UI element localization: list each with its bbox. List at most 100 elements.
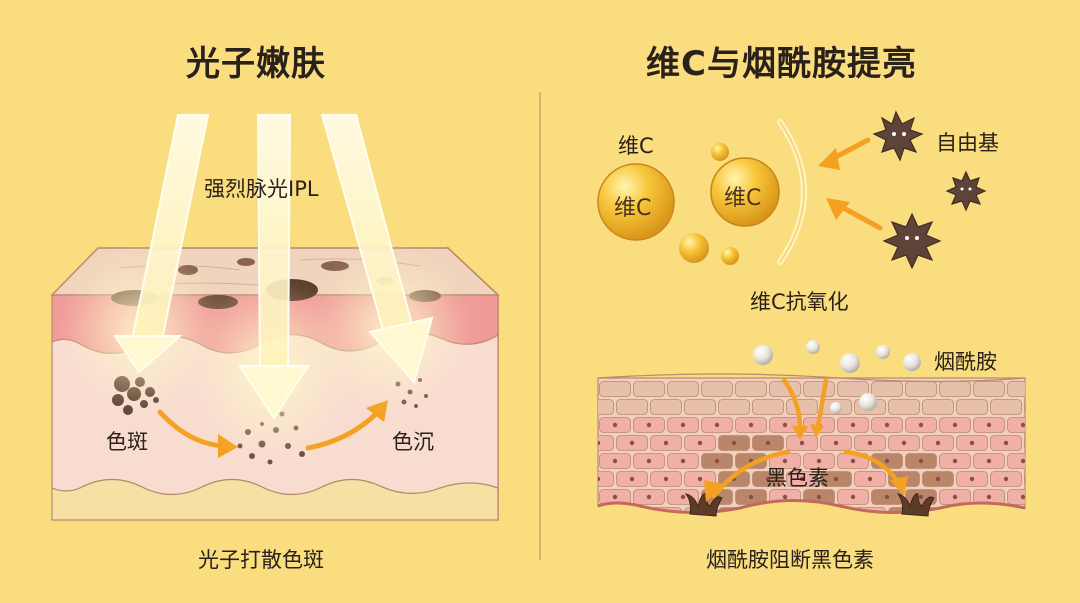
cell-nucleus <box>612 422 618 428</box>
cell-nucleus <box>833 476 839 482</box>
skin-cell <box>922 399 954 415</box>
cell-nucleus <box>663 440 669 446</box>
cell-nucleus <box>731 440 737 446</box>
cell-nucleus <box>884 494 890 500</box>
cell-nucleus <box>901 440 907 446</box>
cell-nucleus <box>596 513 600 517</box>
cell-nucleus <box>1020 422 1025 428</box>
cell-nucleus <box>952 458 958 464</box>
cell-nucleus <box>986 494 992 500</box>
cell-nucleus <box>1038 441 1042 445</box>
cell-nucleus <box>952 422 958 428</box>
cell-nucleus <box>969 440 975 446</box>
antioxidant-label: 维C抗氧化 <box>750 290 849 314</box>
skin-cell <box>905 381 937 397</box>
cell-nucleus <box>697 440 703 446</box>
cell-nucleus <box>646 494 652 500</box>
cell-nucleus <box>952 494 958 500</box>
cell-nucleus <box>867 476 873 482</box>
vitamin-c-sphere-text-2: 维C <box>724 186 762 211</box>
melanin-label: 黑色素 <box>766 466 829 490</box>
skin-cell <box>701 381 733 397</box>
cell-nucleus <box>612 494 618 500</box>
cell-nucleus <box>986 422 992 428</box>
cell-nucleus <box>748 494 754 500</box>
skin-cell <box>956 399 988 415</box>
cell-nucleus <box>816 494 822 500</box>
cell-nucleus <box>1003 440 1009 446</box>
cell-nucleus <box>867 440 873 446</box>
skin-cell <box>598 435 614 451</box>
cell-nucleus <box>833 440 839 446</box>
cell-nucleus <box>918 458 924 464</box>
free-radical-icon <box>872 110 987 270</box>
skin-cell <box>1024 471 1025 487</box>
right-panel-caption: 烟酰胺阻断黑色素 <box>706 548 874 572</box>
skin-cell <box>616 399 648 415</box>
vitamin-c-label: 维C <box>618 134 654 158</box>
cell-nucleus <box>612 458 618 464</box>
cell-nucleus <box>1038 513 1042 517</box>
cell-nucleus <box>714 422 720 428</box>
spot-label: 色斑 <box>106 430 148 454</box>
right-panel-title: 维C与烟酰胺提亮 <box>646 44 917 84</box>
skin-cell <box>718 399 750 415</box>
cell-nucleus <box>697 476 703 482</box>
skin-cell <box>990 507 1022 513</box>
cell-nucleus <box>732 513 736 517</box>
cell-nucleus <box>765 476 771 482</box>
cell-nucleus <box>598 440 601 446</box>
cell-nucleus <box>1004 513 1008 517</box>
cell-nucleus <box>799 476 805 482</box>
cell-nucleus <box>986 458 992 464</box>
cell-nucleus <box>969 476 975 482</box>
cell-nucleus <box>799 440 805 446</box>
skin-cell <box>650 399 682 415</box>
cell-nucleus <box>646 458 652 464</box>
cell-nucleus <box>680 458 686 464</box>
skin-cell <box>871 381 903 397</box>
cell-nucleus <box>884 458 890 464</box>
cell-nucleus <box>935 440 941 446</box>
free-radical-label: 自由基 <box>936 131 999 155</box>
niacinamide-label: 烟酰胺 <box>934 350 997 374</box>
vitamin-c-spheres <box>597 143 780 265</box>
skin-cell <box>786 399 818 415</box>
skin-cell <box>956 507 988 513</box>
skin-cell-layer <box>596 373 1042 517</box>
cell-nucleus <box>800 513 804 517</box>
cell-nucleus <box>850 422 856 428</box>
ipl-light-beams <box>60 114 470 460</box>
skin-cell <box>990 399 1022 415</box>
vitamin-c-sphere-text: 维C <box>614 196 652 221</box>
cell-nucleus <box>646 422 652 428</box>
skin-cell <box>752 399 784 415</box>
skin-cell <box>820 507 852 513</box>
skin-cell <box>786 507 818 513</box>
cell-nucleus <box>629 476 635 482</box>
cell-nucleus <box>748 422 754 428</box>
cell-nucleus <box>680 422 686 428</box>
left-panel-title: 光子嫩肤 <box>186 44 326 84</box>
fade-label: 色沉 <box>392 430 434 454</box>
ipl-light-label: 强烈脉光IPL <box>204 177 319 201</box>
skin-cell <box>803 381 835 397</box>
cell-nucleus <box>918 494 924 500</box>
cell-nucleus <box>714 458 720 464</box>
skin-cell <box>939 381 971 397</box>
skin-cell <box>616 507 648 513</box>
skin-cell <box>633 381 665 397</box>
skin-cell <box>752 507 784 513</box>
skin-cell <box>837 381 869 397</box>
cell-nucleus <box>935 476 941 482</box>
cell-nucleus <box>680 494 686 500</box>
cell-nucleus <box>629 440 635 446</box>
skin-cell <box>684 399 716 415</box>
cell-nucleus <box>868 513 872 517</box>
cell-nucleus <box>850 494 856 500</box>
cell-nucleus <box>782 422 788 428</box>
skin-cell <box>598 507 614 513</box>
cell-nucleus <box>664 513 668 517</box>
